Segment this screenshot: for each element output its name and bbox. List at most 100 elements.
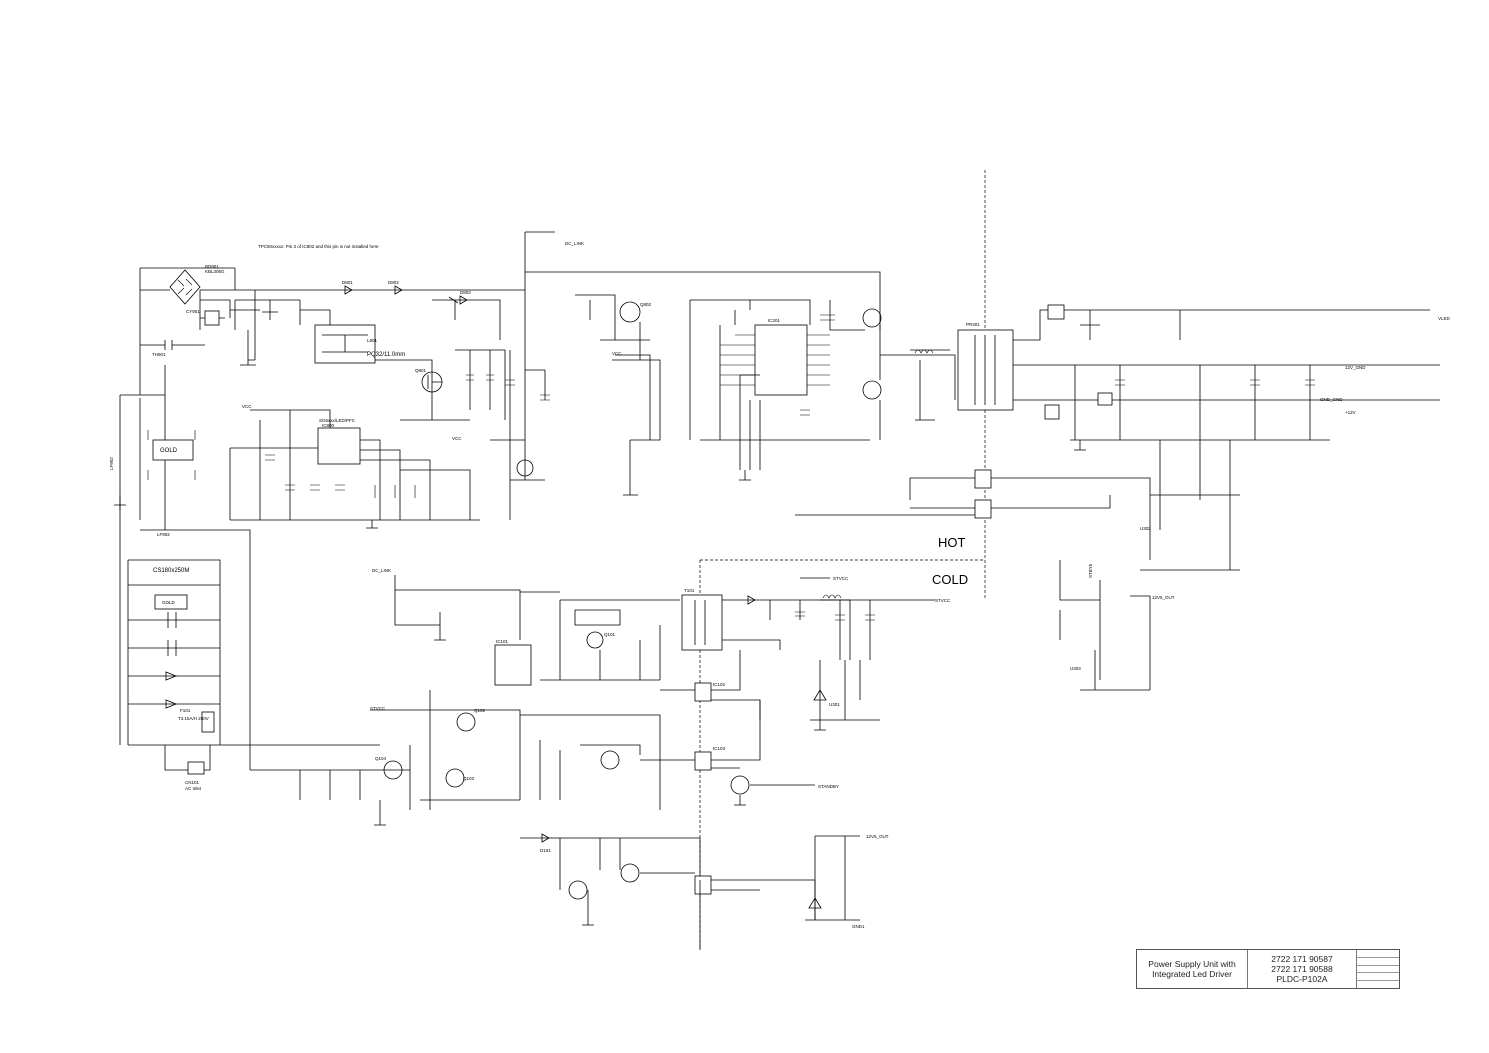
code-2: 2722 171 90588 [1271, 964, 1333, 974]
transistor-mid [600, 750, 620, 770]
diode-standby-rect [747, 595, 756, 605]
standby-controller-ic101 [494, 644, 532, 686]
optocoupler-ic103 [694, 751, 712, 771]
ic102-label: IC102 [713, 682, 726, 687]
fuse-f101 [201, 711, 215, 733]
optocoupler-bottom [694, 875, 712, 895]
diode-d803 [459, 295, 468, 305]
standby-flyback-section: DC_LINK IC101 Q101 T101 STVCC STVCC IC10… [250, 568, 951, 826]
v12-gnd-net-label: 12V_GND [1345, 365, 1366, 370]
title-line-2: Integrated Led Driver [1152, 969, 1232, 979]
model-code: PLDC-P102A [1276, 974, 1328, 984]
transistor-q802 [619, 301, 641, 323]
ic101-label: IC101 [496, 639, 509, 644]
mosfet-low-side [862, 380, 882, 400]
t101-label: T101 [684, 588, 695, 593]
v12-net-label: +12V [1345, 410, 1356, 415]
standby-transformer-t101 [681, 594, 723, 651]
ic800-value: SG6xxx/LED/PFC [319, 418, 356, 423]
standby-out-label: STANDBY [818, 784, 839, 789]
ic201-label: IC201 [768, 318, 781, 323]
f101-value: T3.15A/H 250V [178, 716, 209, 721]
transistor-q101 [586, 631, 604, 649]
vcc-net-label: VCC [242, 404, 252, 409]
diode-d802 [394, 285, 403, 295]
rectifier-vled [1047, 304, 1065, 320]
optocoupler-1 [974, 469, 992, 489]
d101-label: D101 [540, 848, 551, 853]
vcc3-net-label: VCC [612, 351, 622, 356]
q102-label: Q102 [474, 708, 486, 713]
mosfet-high-side [862, 308, 882, 328]
v12-out-label: 12V5_OUT [1152, 595, 1175, 600]
gold-common-choke [152, 439, 194, 461]
d803-label: D803 [460, 290, 471, 295]
title-block-revision-grid [1357, 950, 1399, 988]
transistor-bottom-1 [568, 880, 588, 900]
u302-label: U302 [1140, 526, 1151, 531]
dimming-section: D101 GND1 12V5_OUT [520, 833, 889, 950]
cy901-label: CY901 [186, 309, 200, 314]
vled-net-label: VLED [1438, 316, 1451, 321]
q101-label: Q101 [604, 632, 616, 637]
vcc2-net-label: VCC [452, 436, 462, 441]
f101-label: F101 [180, 708, 191, 713]
transistor-standby [730, 775, 750, 795]
diode-d801 [344, 285, 353, 295]
bd901-label: BD901 [205, 264, 219, 269]
ic103-label: IC103 [713, 746, 726, 751]
hot-zone-label: HOT [938, 535, 966, 550]
startup-transistor [516, 459, 534, 477]
fan-gnd-label: GND1 [852, 924, 865, 929]
thermistor-label: TH901 [152, 352, 166, 357]
gnd-gnd-net-label: GND_GND [1320, 397, 1343, 402]
cn101-value: AC Inlet [185, 786, 202, 791]
llc-primary-section: DC_LINK VCC Q802 VCC IC201 [452, 231, 956, 520]
rectifier-12v [1097, 392, 1113, 406]
transformer-label: PR301 [966, 322, 980, 327]
schematic-notice: TPC50xxxxx: Pin 3 of IC802 and this pin … [258, 244, 379, 249]
code-1: 2722 171 90587 [1271, 954, 1333, 964]
lf902-side-label: LF902 [109, 457, 114, 470]
q103-label: Q103 [463, 776, 475, 781]
u303-label: U303 [1070, 666, 1081, 671]
optocoupler-2 [974, 499, 992, 519]
d801-label: D801 [342, 280, 353, 285]
stvcc2-net-label: STVCC [935, 598, 951, 603]
choke-value: CS180x250M [153, 568, 189, 574]
ac-inlet-connector [187, 761, 205, 775]
cn101-label: CN101 [185, 780, 200, 785]
rectifier-aux [1044, 404, 1060, 420]
cold-zone-label: COLD [932, 572, 968, 587]
stvcc3-net-label: STVCC [370, 706, 386, 711]
lf902-label: LF902 [157, 532, 170, 537]
ac-input-section: BD901 KBL306G TH901 CY901 GOLD LF902 LF9… [109, 264, 260, 791]
main-transformer [957, 329, 1014, 411]
pfc-controller-ic800 [317, 427, 361, 465]
q801-label: Q801 [415, 368, 427, 373]
mosfet-q103 [445, 768, 465, 788]
l801-value: PQ32/11.0mm [367, 352, 405, 358]
bd901-value: KBL306G [205, 269, 225, 274]
l801-label: L801 [367, 338, 378, 343]
choke-gold-label: GOLD [160, 448, 178, 454]
pfc-section: D801 D802 D803 L801 PQ32/11.0mm Q801 IC8… [229, 280, 525, 529]
optocoupler-ic102 [694, 682, 712, 702]
d802-label: D802 [388, 280, 399, 285]
ic800-label: IC800 [322, 423, 335, 428]
title-line-1: Power Supply Unit with [1148, 959, 1236, 969]
bridge-rectifier-symbol [169, 269, 201, 305]
title-block-codes: 2722 171 90587 2722 171 90588 PLDC-P102A [1248, 950, 1357, 988]
dc-link2-label: DC_LINK [372, 568, 391, 573]
stvcc-net-label: STVCC [833, 576, 849, 581]
shunt-regulator-bottom [808, 897, 822, 909]
dc-link-label: DC_LINK [565, 241, 584, 246]
secondary-section: PR301 VLED 12V_GND +12V GND_GND U302 STB… [795, 304, 1451, 691]
u301-label: U301 [829, 702, 840, 707]
q104-label: Q104 [375, 756, 387, 761]
cy-gold-label: GOLD [162, 600, 176, 605]
stby-net-label: STBY5 [1088, 563, 1093, 578]
llc-controller-ic201 [754, 324, 808, 396]
q802-label: Q802 [640, 302, 652, 307]
